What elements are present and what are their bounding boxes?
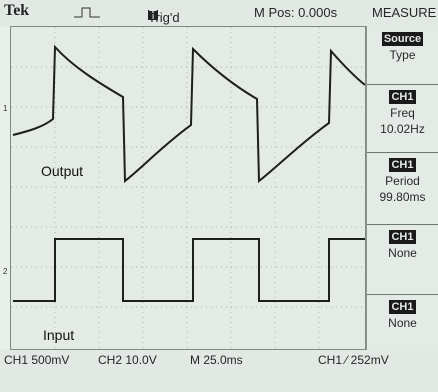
ch2-scale: CH2 10.0V (98, 353, 157, 367)
menu-line: Period (385, 174, 420, 188)
trigger-level: CH1 ⁄ 252mV (318, 353, 389, 367)
menu-item-slot4[interactable]: CH1 None (367, 224, 438, 295)
menu-badge: CH1 (389, 158, 416, 172)
trigger-pulse-icon (74, 6, 100, 21)
input-waveform (13, 238, 365, 302)
brand-logo: Tek (4, 2, 30, 19)
ch1-ground-marker: 1 (3, 104, 8, 113)
menu-title: MEASURE (372, 5, 437, 20)
trigger-status-text: Trig'd (148, 10, 180, 25)
ch1-scale: CH1 500mV (4, 353, 70, 367)
menu-badge: CH1 (389, 300, 416, 314)
graticule-grid (11, 27, 365, 349)
menu-line: Type (389, 48, 416, 62)
menu-value: 10.02Hz (380, 122, 425, 136)
scale-readout-bar: CH1 500mV CH2 10.0V M 25.0ms CH1 ⁄ 252mV (0, 350, 438, 392)
menu-line: Freq (390, 106, 415, 120)
menu-item-frequency[interactable]: CH1 Freq 10.02Hz (367, 84, 438, 153)
menu-value: 99.80ms (379, 190, 426, 204)
menu-badge: Source (381, 32, 424, 46)
waveform-screen: Output Input (10, 26, 366, 350)
menu-badge: CH1 (389, 90, 416, 104)
timebase: M 25.0ms (190, 353, 243, 367)
output-label: Output (41, 163, 84, 179)
ch2-ground-marker: 2 (3, 267, 8, 276)
measure-menu: Source Type CH1 Freq 10.02Hz CH1 Period … (366, 26, 438, 368)
menu-line: None (388, 246, 417, 260)
horizontal-position: M Pos: 0.000s (254, 5, 338, 20)
menu-item-period[interactable]: CH1 Period 99.80ms (367, 152, 438, 225)
trigger-icon: T (148, 7, 158, 22)
waveform-graticule (11, 27, 366, 349)
menu-item-source-type[interactable]: Source Type (367, 26, 438, 85)
input-label: Input (43, 327, 75, 343)
menu-line: None (388, 316, 417, 330)
output-waveform (12, 44, 366, 184)
menu-item-slot5[interactable]: CH1 None (367, 294, 438, 368)
menu-badge: CH1 (389, 230, 416, 244)
